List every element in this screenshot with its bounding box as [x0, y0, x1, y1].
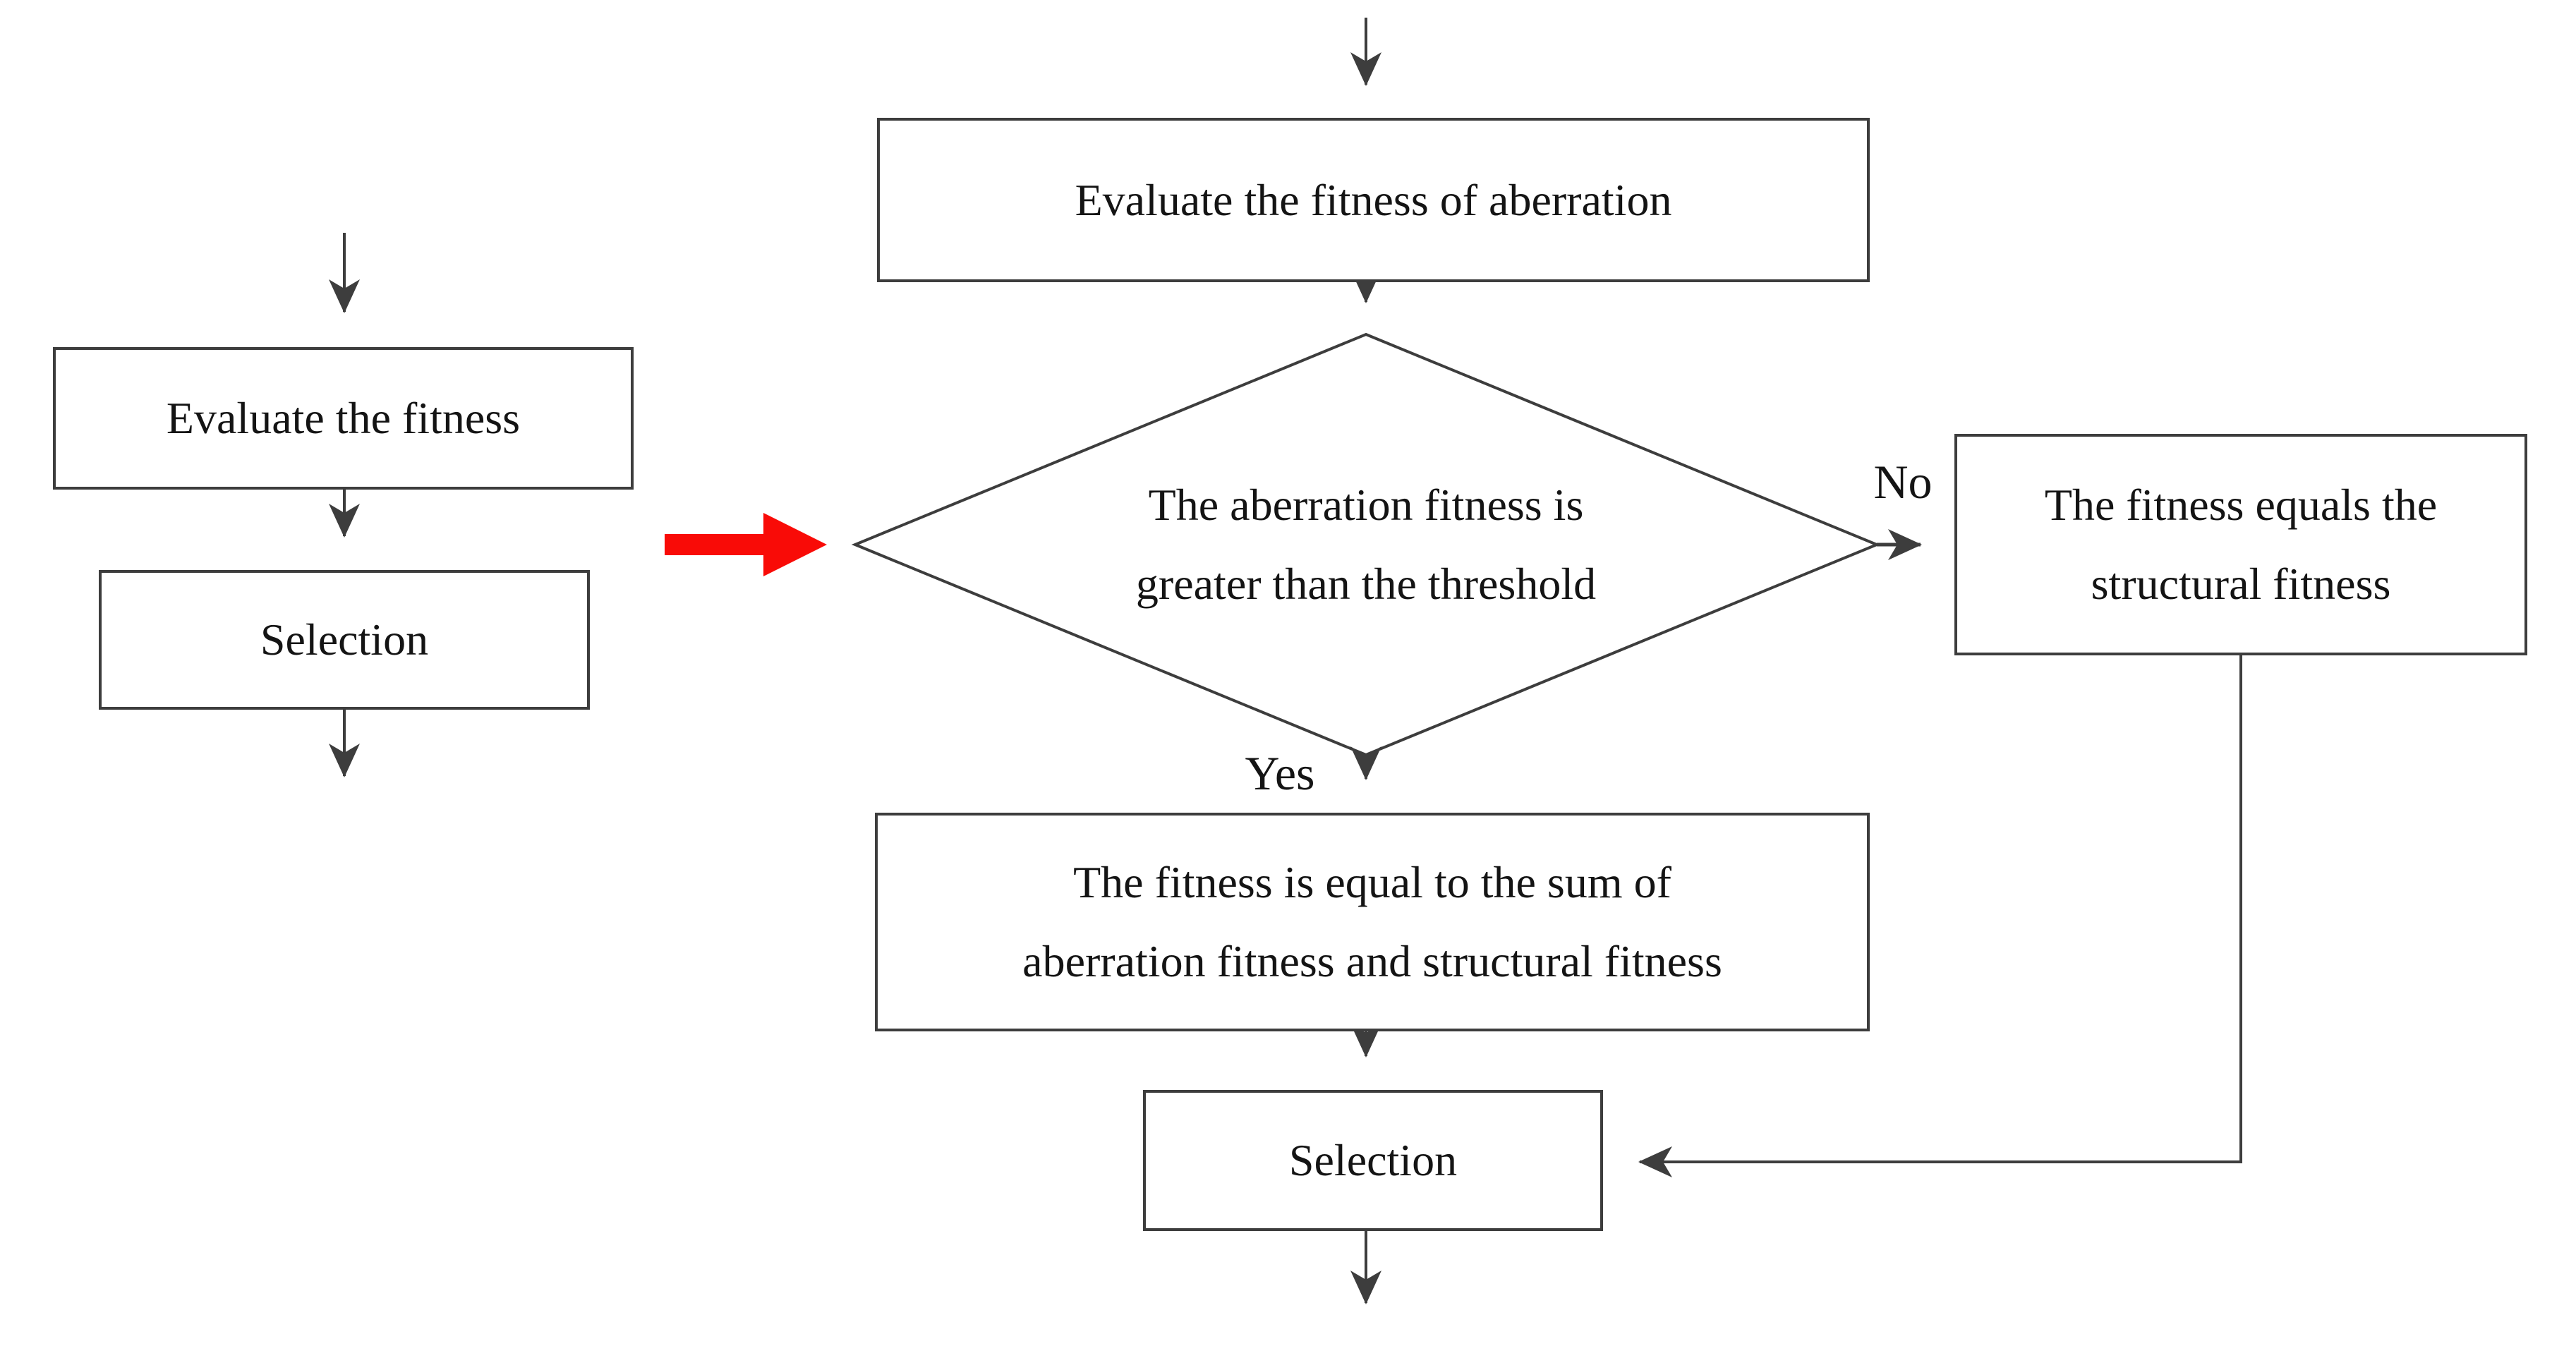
right-selection-box: Selection: [1143, 1090, 1603, 1231]
sum-fitness-line1: The fitness is equal to the sum of: [1073, 857, 1671, 907]
structural-fitness-line2: structural fitness: [2091, 559, 2391, 609]
sum-fitness-box: The fitness is equal to the sum of aberr…: [875, 813, 1870, 1031]
sum-fitness-line2: aberration fitness and structural fitnes…: [1022, 936, 1722, 986]
yes-branch-label: Yes: [1245, 746, 1315, 800]
decision-line1: The aberration fitness is: [1148, 480, 1584, 530]
evaluate-aberration-box: Evaluate the fitness of aberration: [877, 118, 1870, 282]
connector-structural-to-selection: [1638, 655, 2242, 1177]
structural-fitness-line1: The fitness equals the: [2044, 480, 2438, 530]
left-selection-box: Selection: [99, 570, 590, 710]
structural-fitness-box: The fitness equals the structural fitnes…: [1954, 434, 2527, 655]
left-evaluate-fitness-box: Evaluate the fitness: [53, 347, 634, 490]
no-branch-label: No: [1873, 455, 1933, 509]
left-evaluate-fitness-label: Evaluate the fitness: [166, 393, 521, 443]
red-highlight-arrow-icon: [665, 513, 827, 576]
left-selection-label: Selection: [260, 614, 429, 665]
evaluate-aberration-label: Evaluate the fitness of aberration: [1075, 174, 1672, 225]
right-selection-label: Selection: [1288, 1135, 1458, 1185]
decision-line2: greater than the threshold: [1135, 559, 1597, 609]
decision-diamond-text: The aberration fitness is greater than t…: [943, 462, 1789, 627]
